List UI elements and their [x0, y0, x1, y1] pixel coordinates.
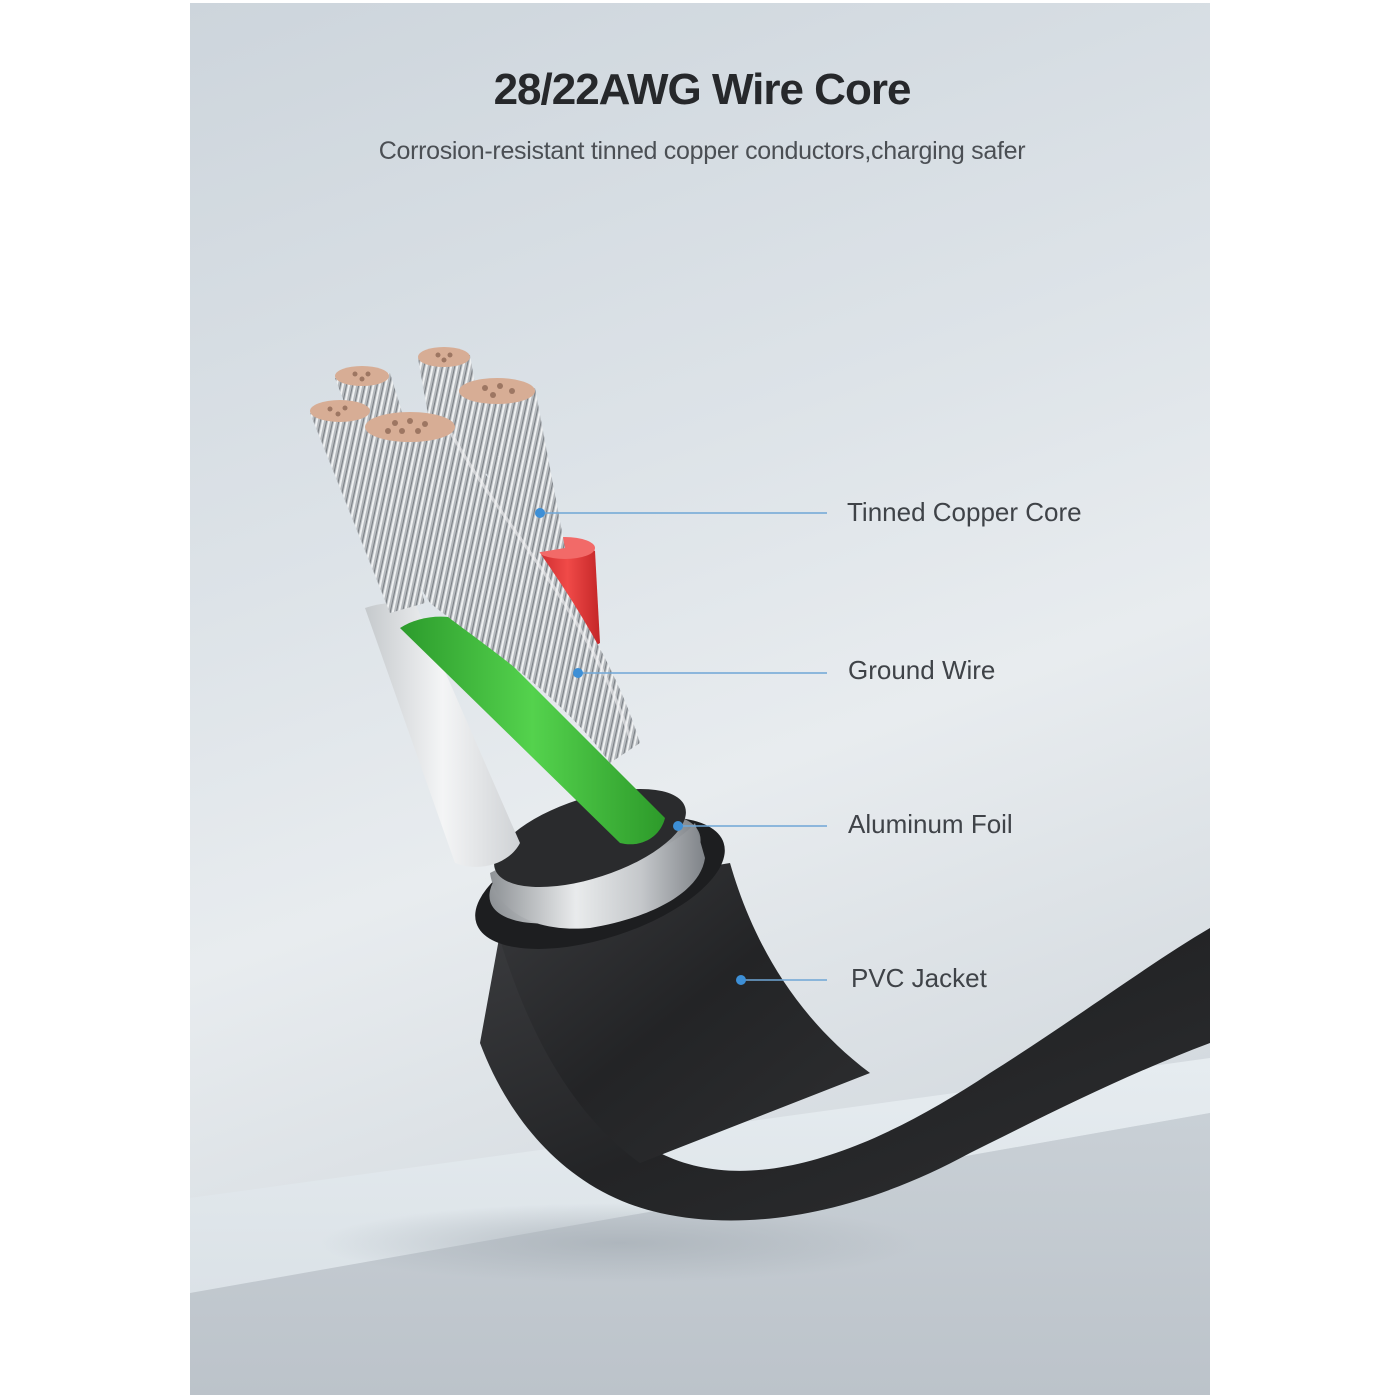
- callout-label-pvc-jacket: PVC Jacket: [851, 963, 987, 993]
- callout-lines: [535, 508, 827, 985]
- product-image-panel: 28/22AWG Wire Core Corrosion-resistant t…: [190, 3, 1210, 1395]
- callout-dot-tinned-copper-core: [535, 508, 545, 518]
- page-subtitle: Corrosion-resistant tinned copper conduc…: [378, 137, 1026, 165]
- pvc-jacket-body: [480, 928, 1210, 1221]
- callout-label-ground-wire: Ground Wire: [848, 655, 996, 685]
- callout-dot-aluminum-foil: [673, 821, 683, 831]
- white-wire: [365, 602, 520, 867]
- green-wire: [400, 616, 665, 845]
- page-title: 28/22AWG Wire Core: [493, 65, 912, 114]
- callout-label-tinned-copper-core: Tinned Copper Core: [847, 497, 1082, 527]
- callout-label-aluminum-foil: Aluminum Foil: [848, 809, 1013, 839]
- callout-dot-pvc-jacket: [736, 975, 746, 985]
- cable-cross-section-illustration: [190, 347, 1210, 1395]
- callout-dot-ground-wire: [573, 668, 583, 678]
